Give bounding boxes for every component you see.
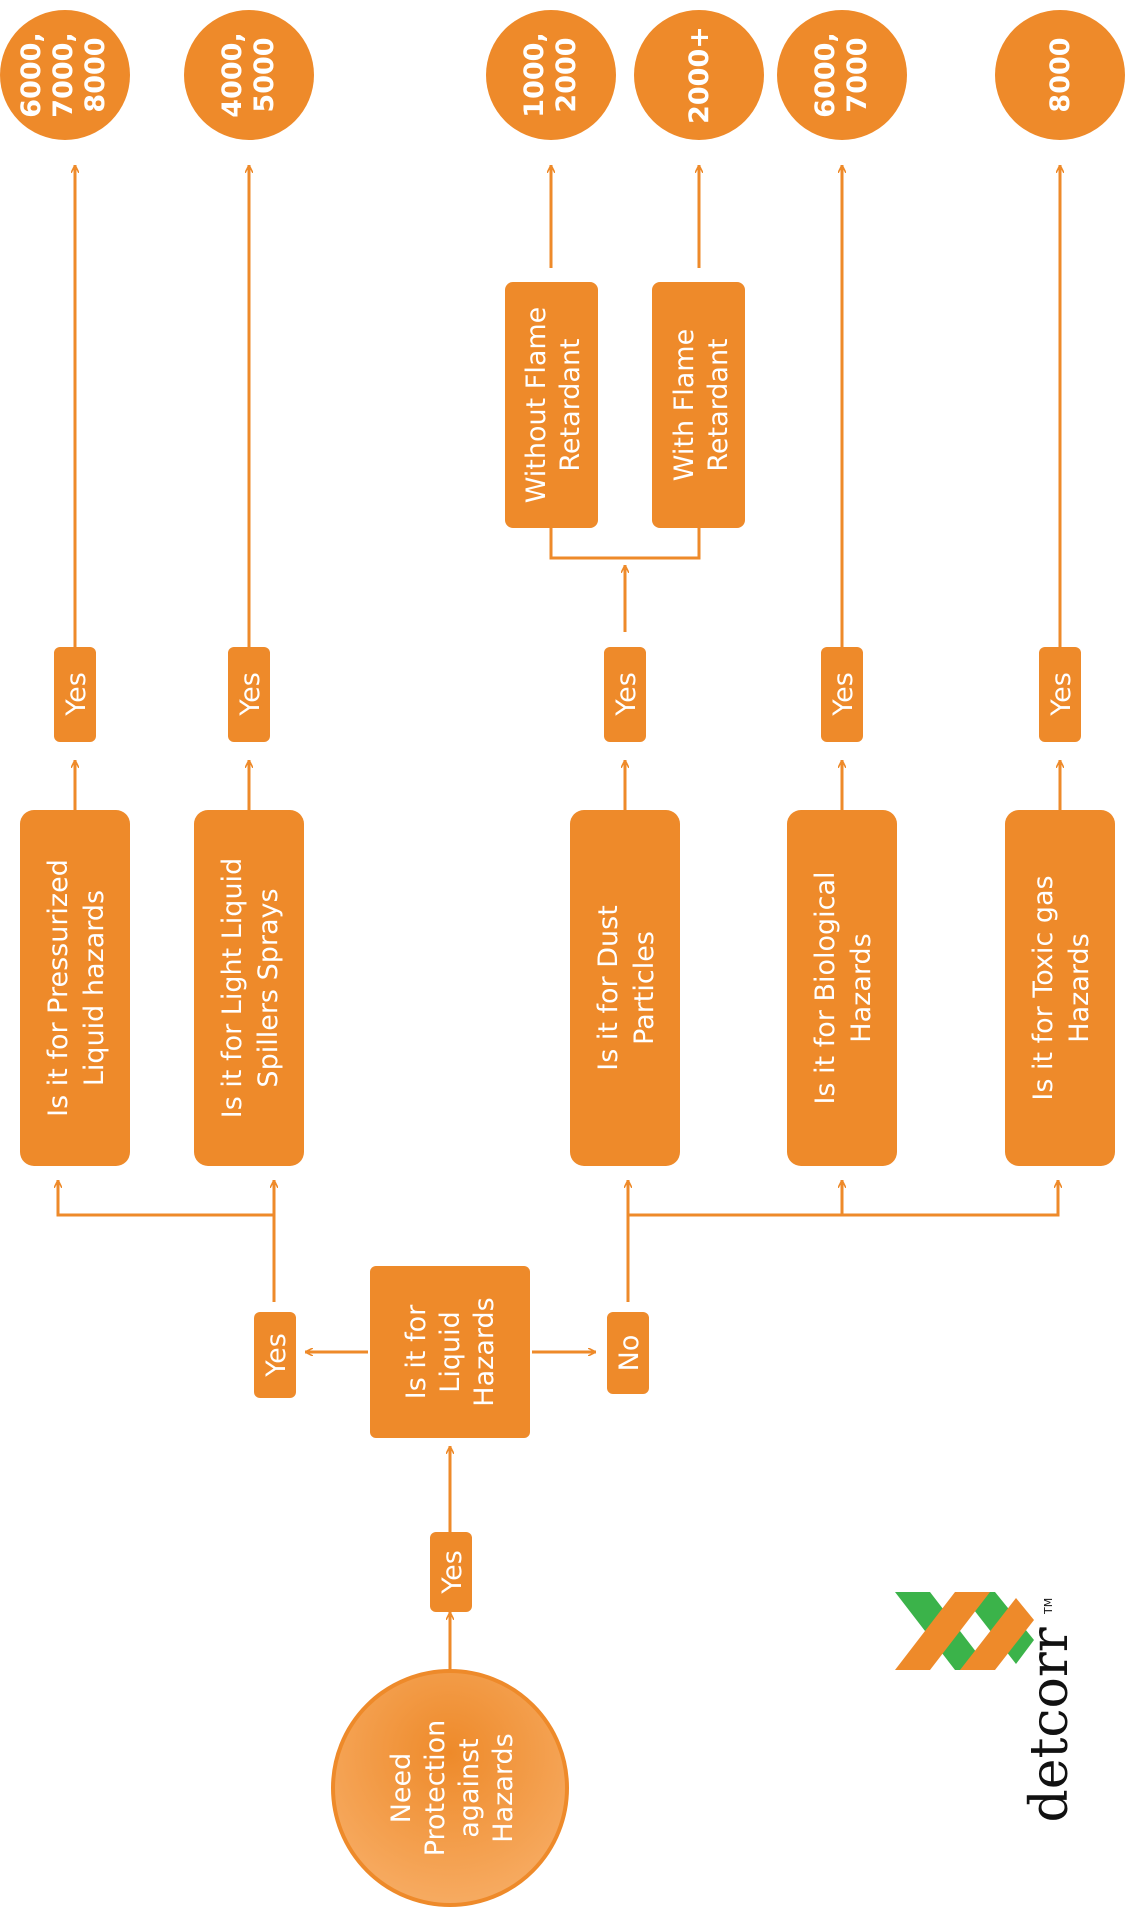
option-without-flame-retardant: Without Flame Retardant — [505, 282, 598, 528]
pill-yes-biological: Yes — [821, 647, 863, 742]
svg-text:7000: 7000 — [842, 37, 873, 112]
svg-text:Liquid: Liquid — [435, 1311, 466, 1392]
connectors — [58, 165, 1060, 1680]
logo-trademark: TM — [1042, 1598, 1055, 1615]
svg-text:Spillers Sprays: Spillers Sprays — [253, 888, 284, 1087]
pill-yes-start: Yes — [430, 1532, 472, 1612]
pill-yes-toxic-gas: Yes — [1039, 647, 1081, 742]
question-pressurized: Is it for Pressurized Liquid hazards — [20, 810, 130, 1166]
svg-text:Yes: Yes — [61, 672, 92, 717]
svg-text:Yes: Yes — [611, 672, 642, 717]
svg-text:Yes: Yes — [828, 672, 859, 717]
svg-text:4000,: 4000, — [217, 32, 248, 117]
pill-yes-pressurized: Yes — [54, 647, 96, 742]
svg-text:Hazards: Hazards — [846, 933, 877, 1042]
start-circle — [331, 1669, 569, 1907]
result-toxic-gas: 8000 — [995, 10, 1125, 140]
svg-text:2000: 2000 — [551, 37, 582, 112]
result-without-flame: 1000, 2000 — [486, 10, 616, 140]
question-dust: Is it for Dust Particles — [570, 810, 680, 1166]
question-toxic-gas: Is it for Toxic gas Hazards — [1005, 810, 1115, 1166]
svg-text:7000,: 7000, — [48, 32, 79, 117]
svg-text:Liquid hazards: Liquid hazards — [79, 890, 110, 1086]
start-line-3: against — [454, 1738, 485, 1838]
svg-text:Yes: Yes — [1046, 672, 1077, 717]
pill-yes-light-liquid: Yes — [228, 647, 270, 742]
svg-text:Is it for Biological: Is it for Biological — [810, 871, 841, 1104]
svg-text:5000: 5000 — [249, 37, 280, 112]
svg-text:Retardant: Retardant — [703, 338, 734, 471]
pill-no-liquid: No — [607, 1312, 649, 1394]
pill-yes-dust: Yes — [604, 647, 646, 742]
svg-text:8000: 8000 — [1045, 37, 1076, 112]
svg-text:Is it for Toxic gas: Is it for Toxic gas — [1028, 875, 1059, 1100]
svg-text:Is it for Dust: Is it for Dust — [593, 905, 624, 1071]
svg-text:Is it for: Is it for — [401, 1304, 432, 1399]
svg-text:6000,: 6000, — [16, 32, 47, 117]
svg-text:Hazards: Hazards — [1064, 933, 1095, 1042]
svg-text:Without Flame: Without Flame — [521, 307, 552, 504]
liquid-hazards-question: Is it for Liquid Hazards — [370, 1266, 530, 1438]
start-line-1: Need — [386, 1753, 417, 1824]
yes-branch-bracket — [58, 1180, 276, 1302]
question-biological: Is it for Biological Hazards — [787, 810, 897, 1166]
logo-mark — [895, 1592, 1034, 1670]
start-line-4: Hazards — [488, 1733, 519, 1842]
svg-text:2000+: 2000+ — [684, 26, 715, 124]
option-with-flame-retardant: With Flame Retardant — [652, 282, 745, 528]
question-light-liquid: Is it for Light Liquid Spillers Sprays — [194, 810, 304, 1166]
detcorr-logo: detcorr TM — [895, 1592, 1080, 1823]
svg-text:6000,: 6000, — [810, 32, 841, 117]
svg-text:Yes: Yes — [235, 672, 266, 717]
svg-text:Retardant: Retardant — [555, 338, 586, 471]
svg-text:Hazards: Hazards — [469, 1297, 500, 1406]
logo-wordmark: detcorr — [1020, 1627, 1080, 1822]
result-pressurized: 6000, 7000, 8000 — [0, 10, 130, 140]
dust-options-bracket — [549, 528, 701, 560]
svg-text:Particles: Particles — [629, 931, 660, 1045]
start-line-2: Protection — [420, 1720, 451, 1857]
svg-text:Is it for Light Liquid: Is it for Light Liquid — [217, 858, 248, 1118]
result-with-flame: 2000+ — [634, 10, 764, 140]
svg-text:With Flame: With Flame — [669, 329, 700, 481]
result-light-liquid: 4000, 5000 — [184, 10, 314, 140]
pill-yes-liquid-label: Yes — [261, 1333, 292, 1378]
svg-text:Is it for Pressurized: Is it for Pressurized — [43, 859, 74, 1117]
pill-yes-liquid: Yes — [254, 1312, 296, 1398]
pill-no-liquid-label: No — [614, 1335, 645, 1372]
svg-text:8000: 8000 — [80, 37, 111, 112]
result-biological: 6000, 7000 — [777, 10, 907, 140]
pill-yes-start-label: Yes — [437, 1550, 468, 1595]
svg-text:1000,: 1000, — [519, 32, 550, 117]
start-node: Need Protection against Hazards — [331, 1669, 569, 1907]
